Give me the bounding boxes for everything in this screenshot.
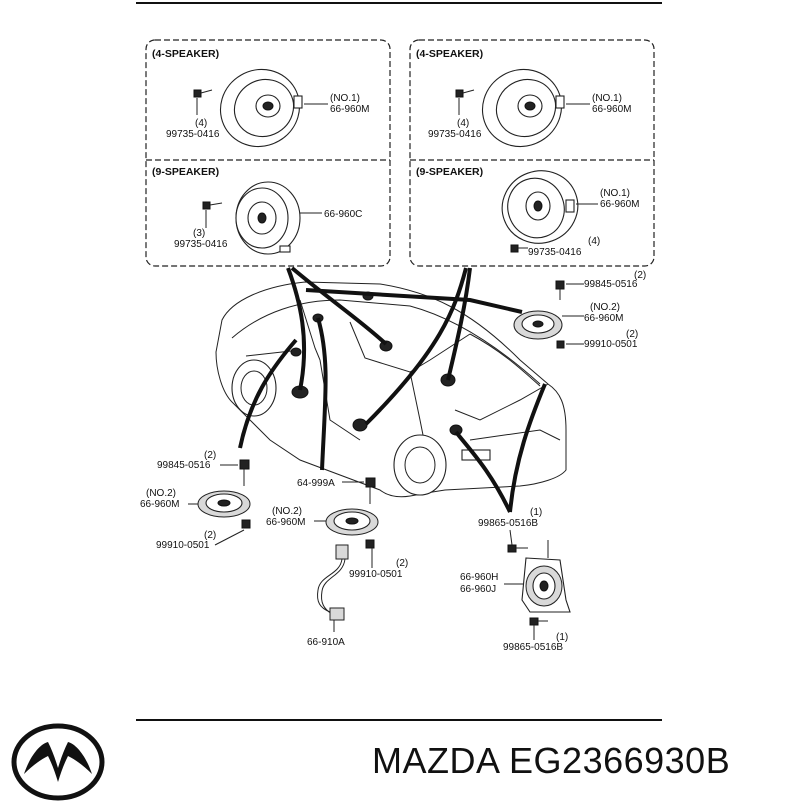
center-speaker-assembly (325, 477, 379, 549)
label-left-nut-qty: (2) (204, 530, 216, 541)
label-top-right-speaker-no: (NO.1) (592, 93, 622, 104)
label-rear-speaker-no: (NO.2) (590, 302, 620, 313)
label-tweeter-part-h: 66-960H (460, 572, 498, 583)
label-mid-left-screw-part: 99735-0416 (174, 239, 228, 250)
label-center-speaker-part: 66-960M (266, 517, 305, 528)
panel-box-right (409, 39, 655, 267)
label-left-bolt-part: 99845-0516 (157, 460, 211, 471)
label-mid-left-speaker-part: 66-960C (324, 209, 362, 220)
label-left-speaker-no: (NO.2) (146, 488, 176, 499)
brand-name: MAZDA (372, 740, 499, 781)
label-top-right-screw-part: 99735-0416 (428, 129, 482, 140)
label-top-left-screw-qty: (4) (195, 118, 207, 129)
panel-header-mid-left: (9-SPEAKER) (152, 166, 219, 178)
part-number: EG2366930B (509, 740, 731, 781)
left-speaker-assembly (197, 459, 251, 529)
label-mid-left-screw-qty: (3) (193, 228, 205, 239)
label-center-speaker-no: (NO.2) (272, 506, 302, 517)
label-left-bolt-qty: (2) (204, 450, 216, 461)
panel-header-top-left: (4-SPEAKER) (152, 48, 219, 60)
label-tweeter-bottom-qty: (1) (556, 632, 568, 643)
screw-icon-mid-right (510, 244, 528, 253)
label-top-left-speaker-no: (NO.1) (330, 93, 360, 104)
label-left-speaker-part: 66-960M (140, 499, 179, 510)
round-speaker-mid-left (235, 181, 301, 255)
label-rear-nut-part: 99910-0501 (584, 339, 638, 350)
label-rear-speaker-part: 66-960M (584, 313, 623, 324)
label-mid-right-speaker-no: (NO.1) (600, 188, 630, 199)
label-center-nut-part: 99910-0501 (349, 569, 403, 580)
label-top-right-screw-qty: (4) (457, 118, 469, 129)
label-rear-bolt-qty: (2) (634, 270, 646, 281)
label-tweeter-top-part: 99865-0516B (478, 518, 538, 529)
screw-icon-mid-left (202, 201, 223, 210)
mazda-logo-icon (11, 723, 105, 801)
label-top-right-speaker-part: 66-960M (592, 104, 631, 115)
panel-box-left (145, 39, 391, 267)
rear-speaker-assembly (513, 280, 565, 349)
label-center-nut-qty: (2) (396, 558, 408, 569)
wiring-harness (317, 544, 349, 621)
label-top-left-speaker-part: 66-960M (330, 104, 369, 115)
label-top-left-screw-part: 99735-0416 (166, 129, 220, 140)
label-center-bolt-part: 64-999A (297, 478, 335, 489)
label-tweeter-bottom-part: 99865-0516B (503, 642, 563, 653)
screw-icon-top-right (455, 89, 475, 98)
panel-header-mid-right: (9-SPEAKER) (416, 166, 483, 178)
label-mid-right-screw-part: 99735-0416 (528, 247, 582, 258)
label-mid-right-speaker-part: 66-960M (600, 199, 639, 210)
oval-speaker-top-left (219, 68, 303, 148)
label-rear-bolt-part: 99845-0516 (584, 279, 638, 290)
label-left-nut-part: 99910-0501 (156, 540, 210, 551)
panel-header-top-right: (4-SPEAKER) (416, 48, 483, 60)
car-outline (215, 281, 567, 498)
oval-speaker-mid-right (501, 170, 579, 244)
screw-icon-top-left (193, 89, 213, 98)
label-harness-part: 66-910A (307, 637, 345, 648)
label-rear-nut-qty: (2) (626, 329, 638, 340)
tweeter-assembly (507, 540, 571, 626)
label-tweeter-part-j: 66-960J (460, 584, 496, 595)
leader-lines (238, 266, 547, 513)
oval-speaker-top-right (481, 68, 565, 148)
label-mid-right-screw-qty: (4) (588, 236, 600, 247)
label-tweeter-top-qty: (1) (530, 507, 542, 518)
part-caption: MAZDA EG2366930B (372, 740, 730, 782)
